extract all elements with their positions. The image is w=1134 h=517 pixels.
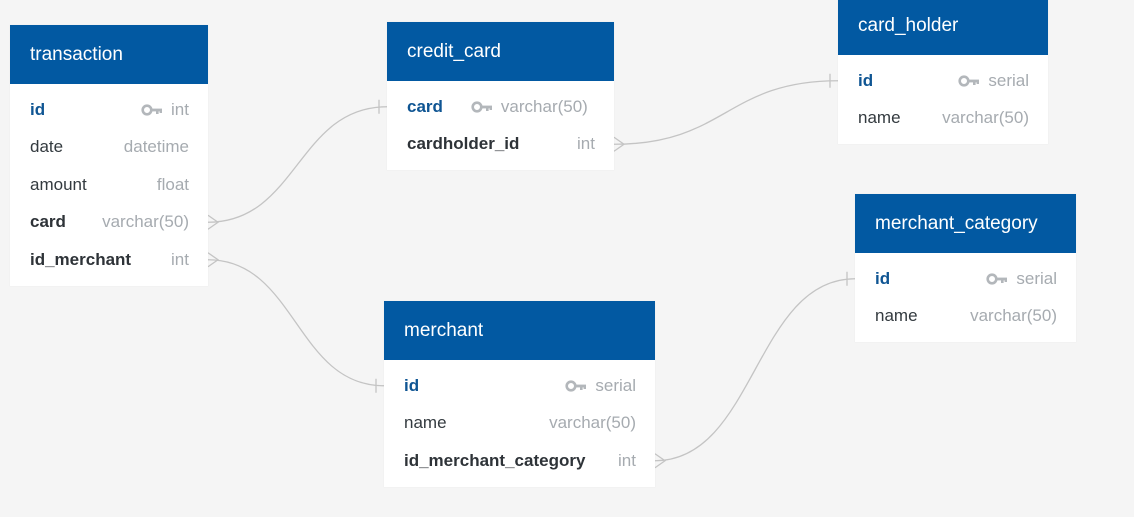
field-row-id[interactable]: id serial [855,260,1076,298]
field-name: name [875,306,918,326]
field-row-id[interactable]: id serial [838,62,1048,100]
field-name: cardholder_id [407,134,520,154]
field-name: id [875,268,891,288]
relationship-merchant-id_merchant_category-line [654,278,856,462]
field-type: serial [595,375,636,395]
field-list: id serial name varchar(50) id_merchant_c… [384,360,655,487]
field-name: id_merchant [30,249,132,269]
table-title: transaction [30,43,123,65]
field-row-date[interactable]: date datetime [10,129,208,167]
field-name: id [404,375,420,395]
table-title: card_holder [858,14,959,36]
table-header-credit-card[interactable]: credit_card [387,22,614,81]
table-header-merchant-category[interactable]: merchant_category [855,194,1076,253]
key-icon [141,104,163,116]
field-row-id[interactable]: id int [10,91,208,129]
table-transaction[interactable]: transaction id int date datetime amount … [10,25,208,286]
field-name: card [30,212,66,232]
key-icon [471,101,493,113]
field-row-cardholder-id[interactable]: cardholder_id int [387,126,614,164]
relationship-credit_card-cardholder_id-crows-foot [613,136,626,152]
table-merchant-category[interactable]: merchant_category id serial name varchar… [855,194,1076,342]
field-type: varchar(50) [942,108,1029,128]
field-row-card[interactable]: card varchar(50) [387,88,614,126]
field-row-card[interactable]: card varchar(50) [10,204,208,242]
field-list: id serial name varchar(50) [855,253,1076,342]
relationship-credit_card-cardholder_id-line [613,80,839,145]
field-name: amount [30,174,87,194]
field-type: float [156,174,189,194]
field-type: varchar(50) [549,413,636,433]
key-icon [565,380,587,392]
field-list: id serial name varchar(50) [838,55,1048,144]
table-title: merchant [404,319,484,341]
field-type: datetime [123,137,189,157]
field-row-amount[interactable]: amount float [10,166,208,204]
relationship-transaction-card-crows-foot [207,214,220,230]
relationship-merchant-id_merchant_category-crows-foot [654,453,667,469]
table-header-merchant[interactable]: merchant [384,301,655,360]
field-list: id int date datetime amount float card v… [10,84,208,286]
field-type: varchar(50) [500,96,588,116]
field-row-name[interactable]: name varchar(50) [855,298,1076,336]
field-name: id_merchant_category [404,450,586,470]
field-type: serial [1016,268,1057,288]
table-title: merchant_category [875,212,1038,234]
field-row-name[interactable]: name varchar(50) [384,405,655,443]
field-row-id[interactable]: id serial [384,367,655,405]
field-type: varchar(50) [970,306,1057,326]
field-row-id-merchant-category[interactable]: id_merchant_category int [384,442,655,480]
field-type: int [577,134,595,154]
field-row-id-merchant[interactable]: id_merchant int [10,241,208,279]
field-name: date [30,137,64,157]
field-name: name [858,108,901,128]
table-merchant[interactable]: merchant id serial name varchar(50) id_m… [384,301,655,487]
field-type: varchar(50) [102,212,189,232]
table-credit-card[interactable]: credit_card card varchar(50) cardholder_… [387,22,614,170]
table-header-transaction[interactable]: transaction [10,25,208,84]
relationship-transaction-id_merchant-line [207,259,385,387]
key-icon [986,273,1008,285]
field-list: card varchar(50) cardholder_id int [387,81,614,170]
key-icon [958,75,980,87]
table-title: credit_card [407,40,501,62]
field-type: int [618,450,636,470]
relationship-transaction-card-line [207,106,388,223]
field-type: serial [988,70,1029,90]
field-type: int [171,249,189,269]
field-row-name[interactable]: name varchar(50) [838,100,1048,138]
table-header-card-holder[interactable]: card_holder [838,0,1048,55]
field-name: card [407,96,443,116]
field-name: id [30,99,46,119]
relationship-transaction-id_merchant-crows-foot [207,252,220,268]
field-name: name [404,413,447,433]
field-name: id [858,70,874,90]
field-type: int [171,99,189,119]
table-card-holder[interactable]: card_holder id serial name varchar(50) [838,0,1048,144]
